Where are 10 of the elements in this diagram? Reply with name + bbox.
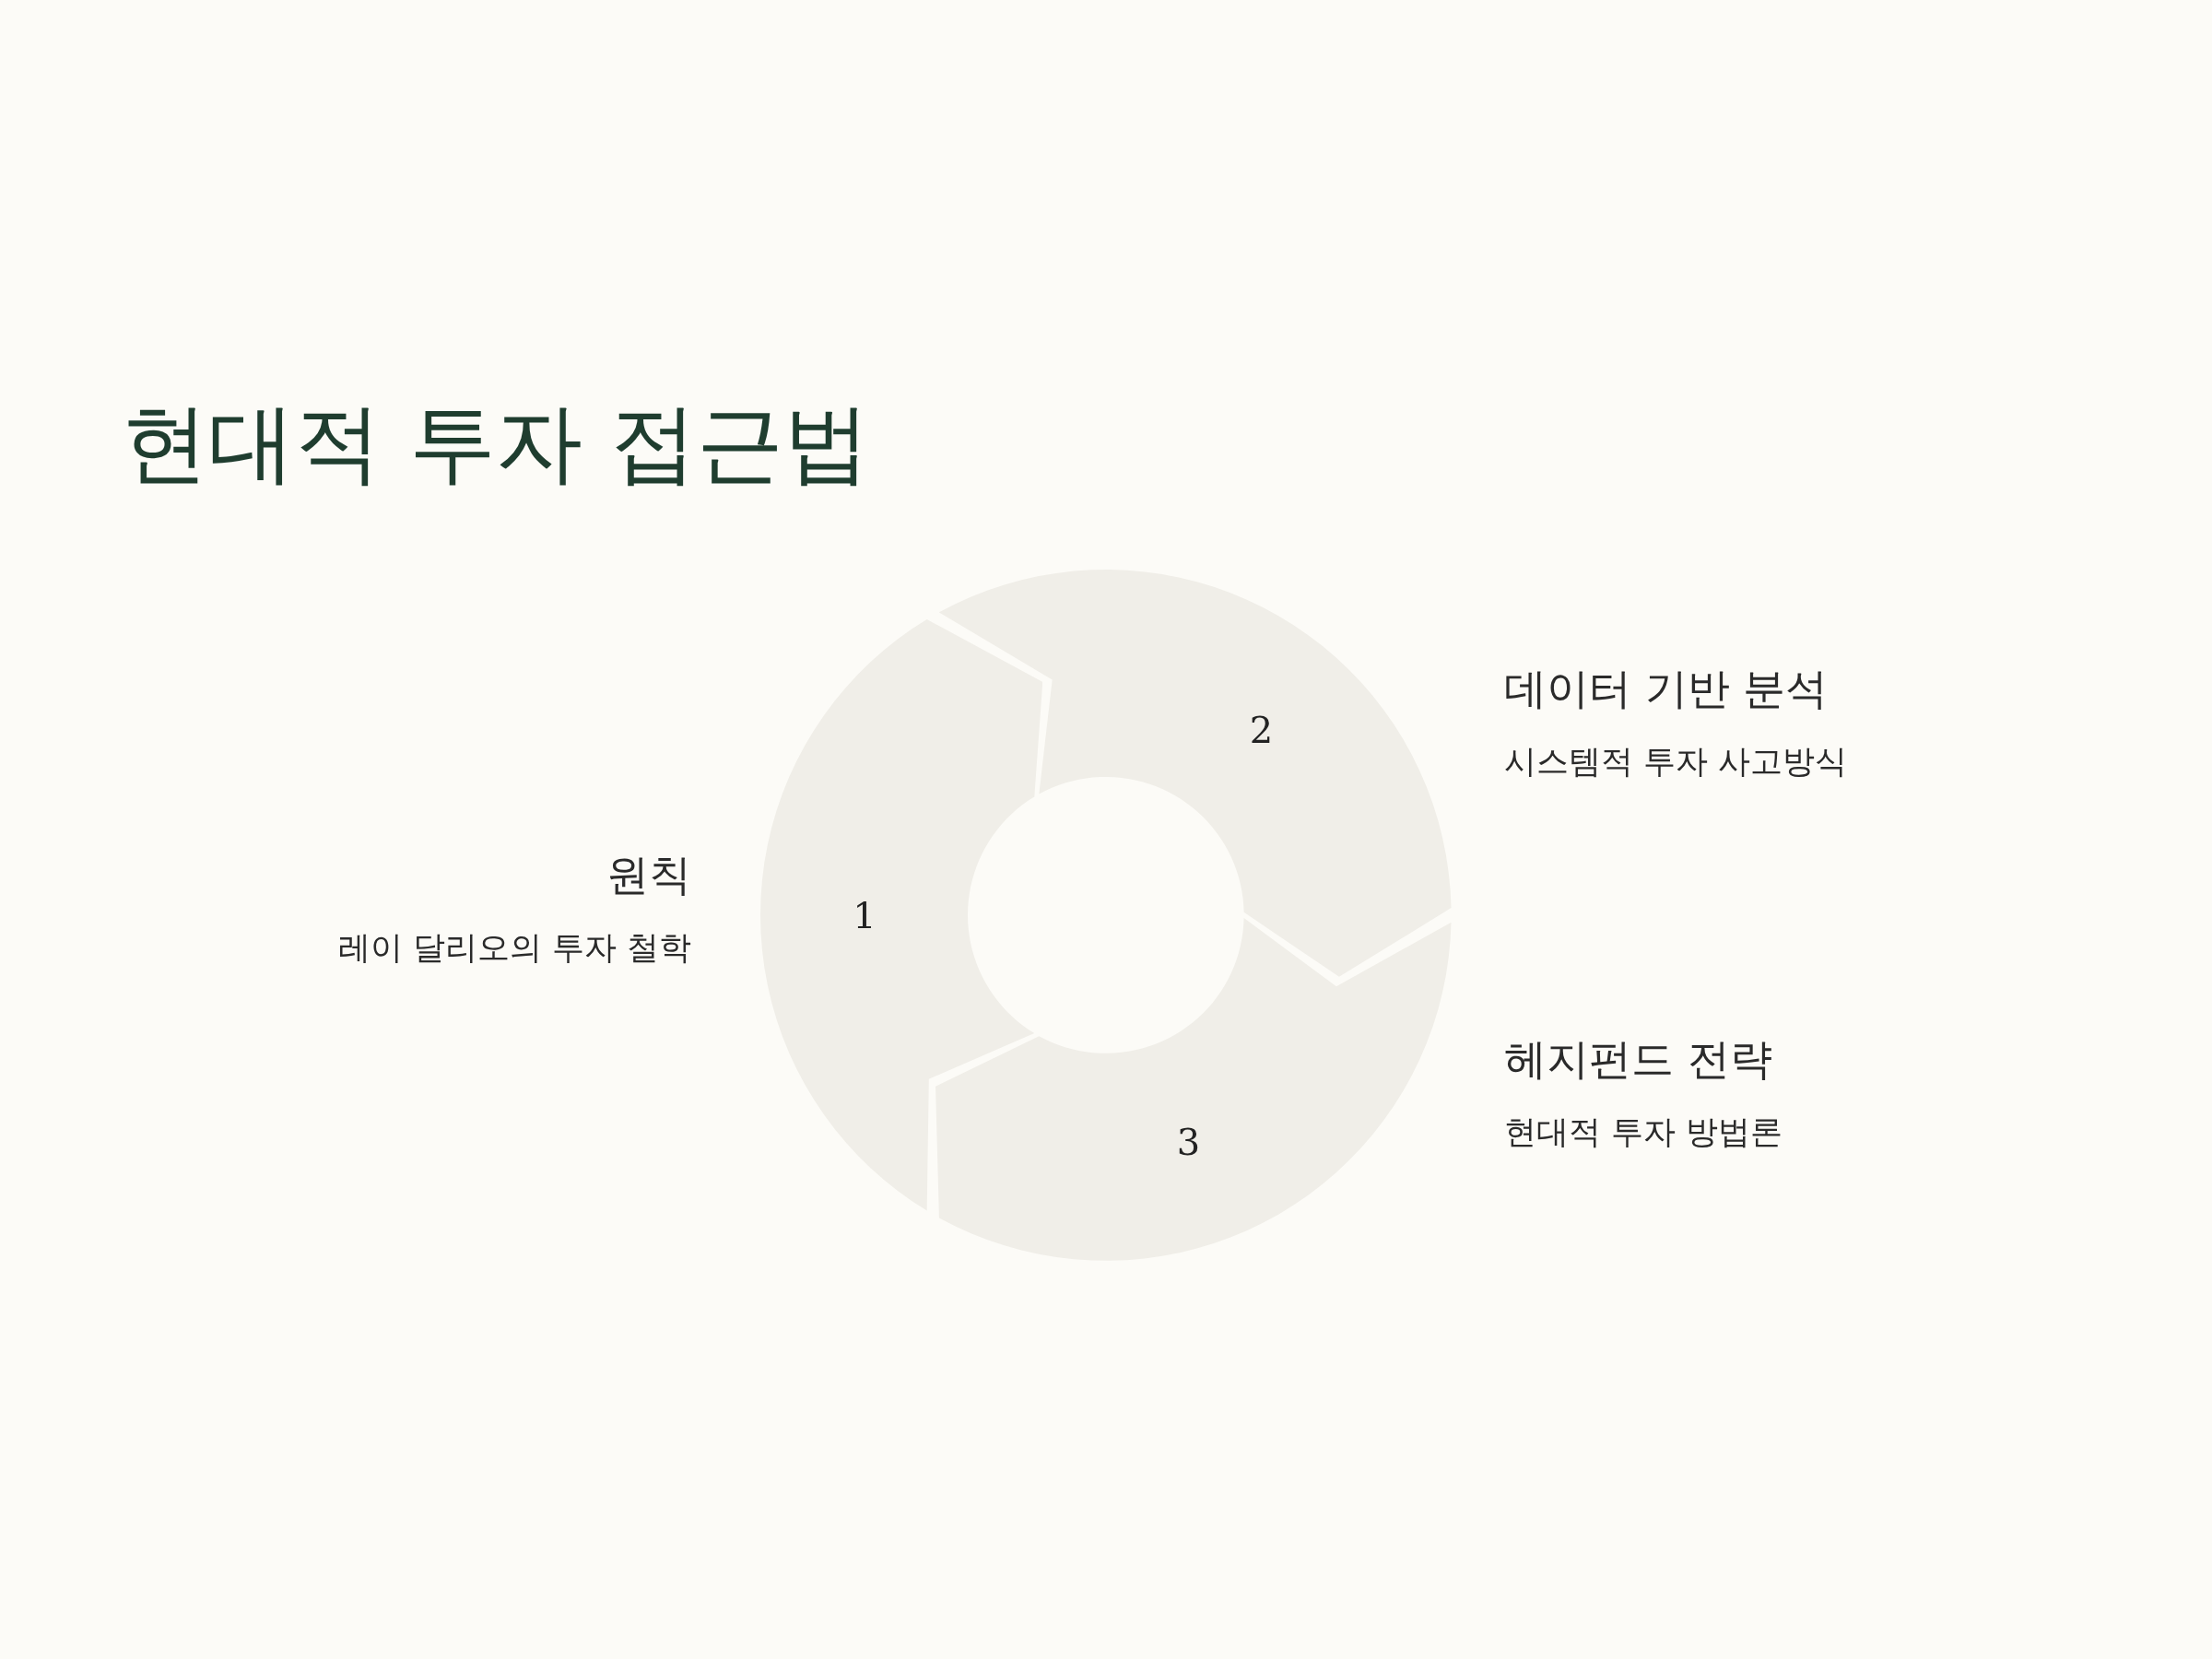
step-number: 2: [1249, 712, 1274, 749]
step-heading: 헤지펀드 전략: [1504, 1034, 1772, 1086]
step-number: 3: [1176, 1124, 1201, 1161]
title: 현대적 투자 접근법: [122, 392, 870, 495]
step-description: 현대적 투자 방법론: [1504, 1112, 1783, 1151]
step-number: 1: [853, 897, 877, 934]
step-description: 시스템적 투자 사고방식: [1504, 742, 1848, 781]
step-heading: 원칙: [606, 850, 691, 901]
step-heading: 데이터 기반 분석: [1504, 664, 1829, 715]
step-description: 레이 달리오의 투자 철학: [337, 928, 691, 967]
